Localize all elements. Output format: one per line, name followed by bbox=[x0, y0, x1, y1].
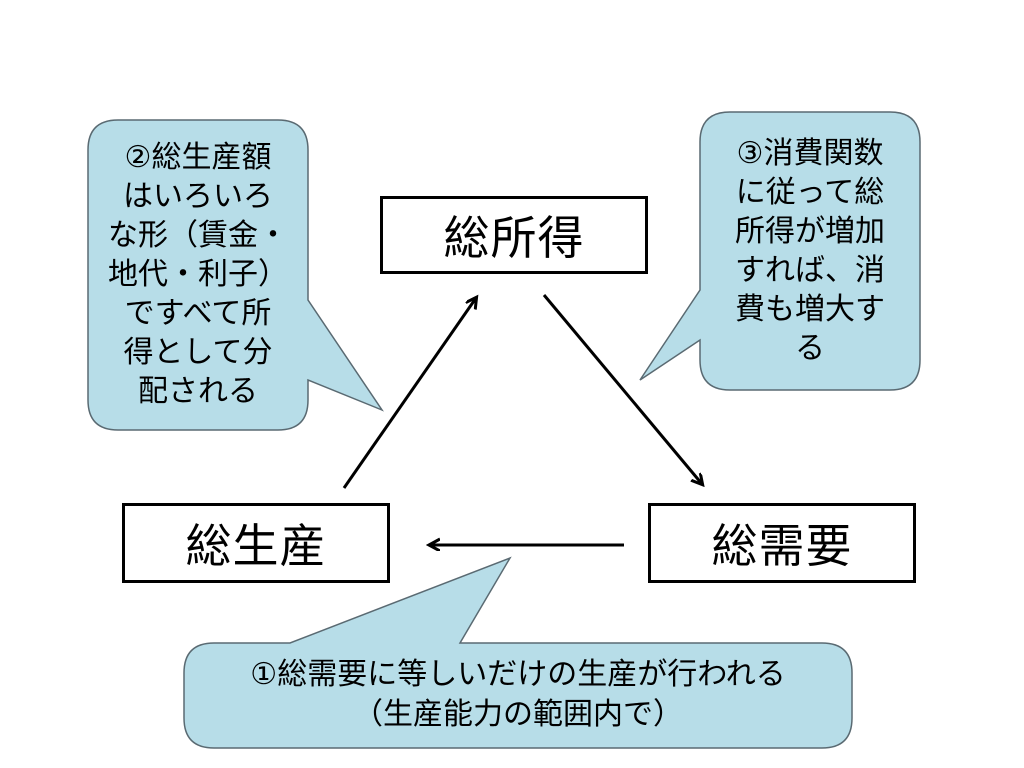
node-total-production-label: 総生産 bbox=[185, 519, 327, 573]
node-total-income: 総所得 bbox=[380, 196, 648, 274]
callout-text-2: ②総生産額 はいろいろ な形（賃金・ 地代・利子） ですべて所 得として分 配さ… bbox=[108, 140, 288, 409]
callout-text-3: ③消費関数 に従って総 所得が増加 すれば、消 費も増大す る bbox=[735, 136, 885, 366]
callout-shape-3 bbox=[639, 111, 921, 391]
node-total-demand-label: 総需要 bbox=[711, 519, 853, 573]
callout-shape-2 bbox=[87, 119, 384, 431]
arrow-production-to-income bbox=[342, 298, 476, 489]
node-total-production: 総生産 bbox=[122, 503, 390, 583]
node-total-income-label: 総所得 bbox=[443, 211, 585, 265]
node-total-demand: 総需要 bbox=[648, 503, 916, 583]
callout-text-1: ①総需要に等しいだけの生産が行われる （生産能力の範囲内で） bbox=[250, 657, 786, 732]
callout-shape-1 bbox=[183, 556, 853, 749]
arrow-income-to-demand bbox=[542, 294, 702, 484]
